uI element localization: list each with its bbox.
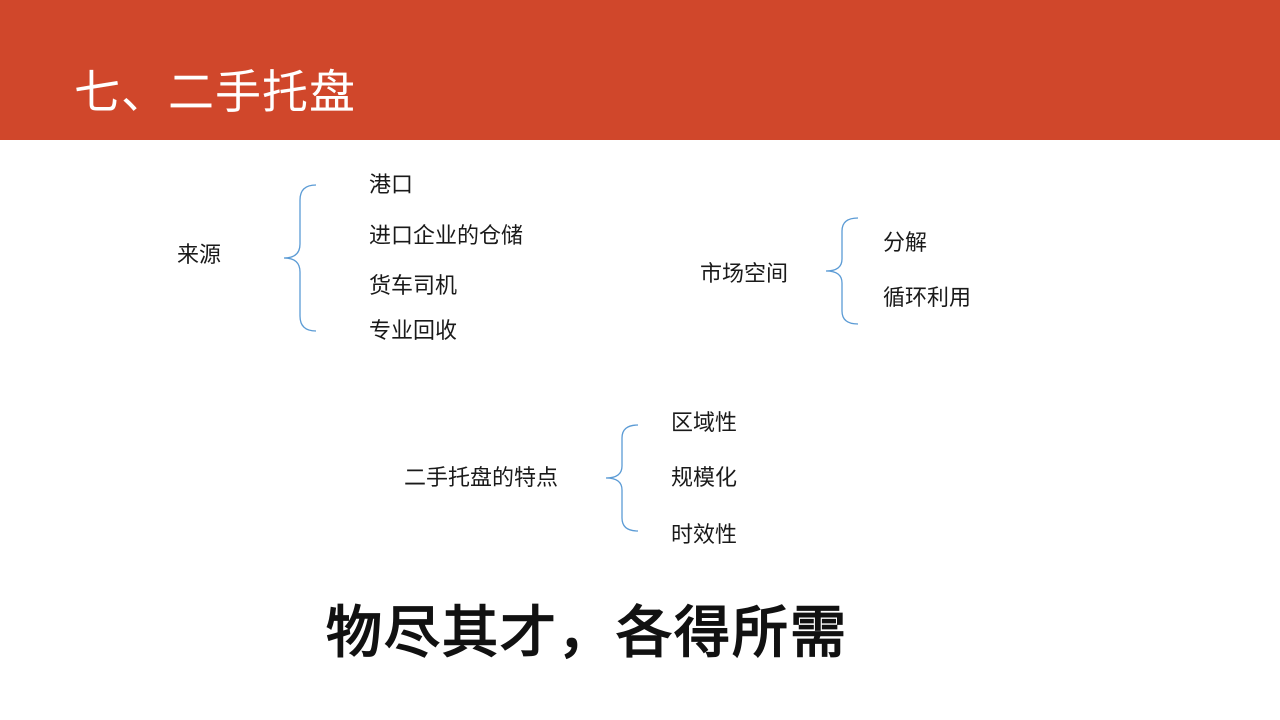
source-brace [283,184,317,332]
feature-label: 二手托盘的特点 [404,466,559,491]
feature-brace [605,424,639,532]
slide-title: 七、二手托盘 [74,65,356,119]
feature-item: 区域性 [671,411,738,436]
market-label: 市场空间 [700,262,789,287]
source-item: 货车司机 [369,274,458,299]
feature-item: 规模化 [671,466,738,491]
source-item: 专业回收 [369,319,458,344]
market-item: 循环利用 [883,286,972,311]
source-item: 港口 [369,173,414,198]
source-label: 来源 [177,243,222,268]
slogan: 物尽其才，各得所需 [326,601,848,666]
title-bar: 七、二手托盘 [0,0,1280,140]
feature-item: 时效性 [671,523,738,548]
market-brace [825,217,859,325]
source-item: 进口企业的仓储 [369,224,524,249]
market-item: 分解 [883,231,928,256]
